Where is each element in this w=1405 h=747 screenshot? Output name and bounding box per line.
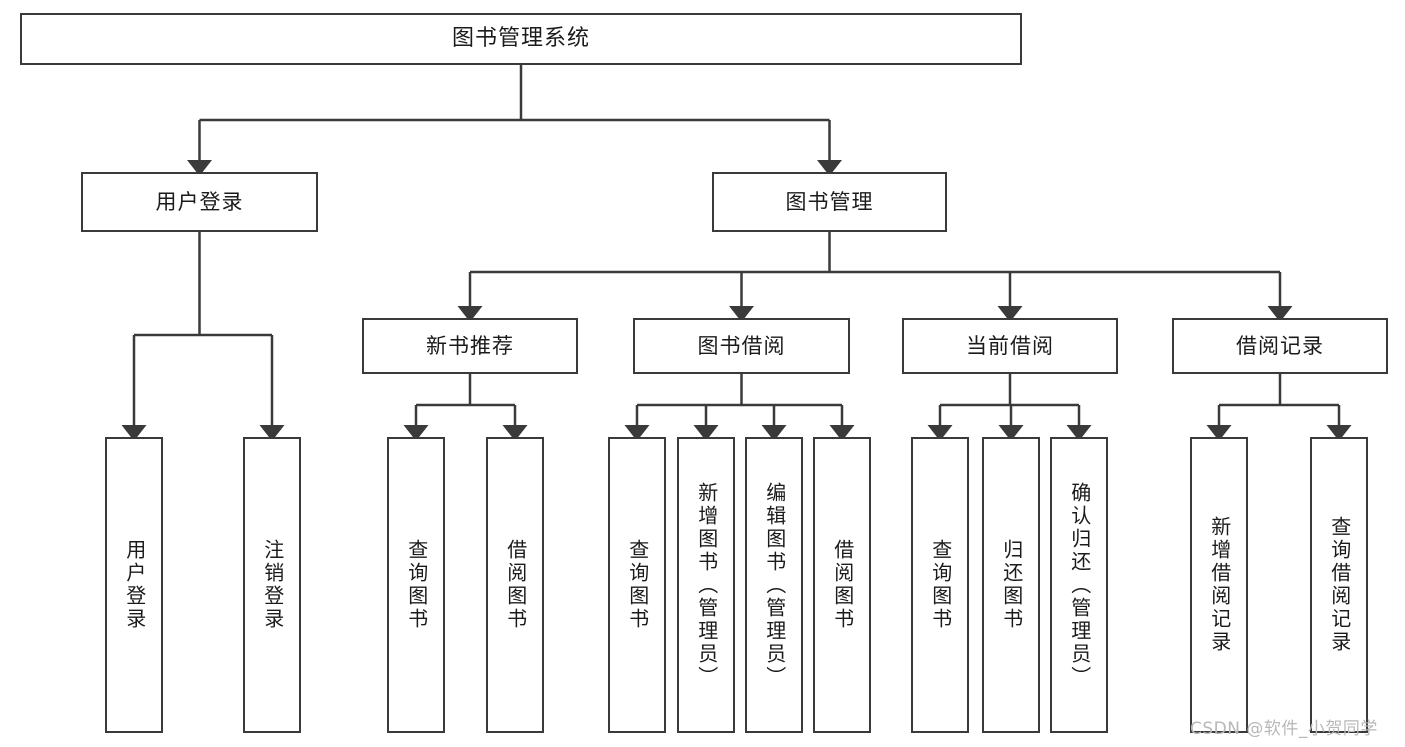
node-label: 查询图书 (928, 539, 953, 631)
leaf-node: 查询借阅记录 (1310, 437, 1368, 733)
node-label: 图书管理 (785, 189, 874, 214)
leaf-node: 借阅图书 (486, 437, 544, 733)
leaf-node: 新增借阅记录 (1190, 437, 1248, 733)
node-label: 确认归还（管理员） (1067, 481, 1092, 689)
node-label: 归还图书 (999, 539, 1024, 631)
level3-node: 新书推荐 (362, 318, 578, 374)
leaf-node: 查询图书 (911, 437, 969, 733)
leaf-node: 归还图书 (982, 437, 1040, 733)
node-label: 新书推荐 (426, 333, 514, 358)
node-label: 图书管理系统 (451, 26, 590, 52)
leaf-node: 查询图书 (608, 437, 666, 733)
leaf-node: 注销登录 (243, 437, 301, 733)
node-label: 用户登录 (155, 189, 244, 214)
node-label: 借阅记录 (1236, 333, 1324, 358)
node-label: 新增借阅记录 (1207, 516, 1232, 654)
node-label: 查询图书 (625, 539, 650, 631)
level3-node: 借阅记录 (1172, 318, 1388, 374)
node-label: 新增图书（管理员） (694, 481, 719, 689)
node-label: 查询借阅记录 (1327, 516, 1352, 654)
leaf-node: 借阅图书 (813, 437, 871, 733)
leaf-node: 新增图书（管理员） (677, 437, 735, 733)
level2-node: 用户登录 (81, 172, 318, 232)
leaf-node: 查询图书 (387, 437, 445, 733)
node-label: 注销登录 (260, 539, 285, 631)
node-label: 编辑图书（管理员） (762, 481, 787, 689)
level3-node: 当前借阅 (902, 318, 1118, 374)
node-label: 查询图书 (404, 539, 429, 631)
node-label: 借阅图书 (830, 539, 855, 631)
node-label: 用户登录 (122, 539, 147, 631)
node-label: 借阅图书 (503, 539, 528, 631)
root-node: 图书管理系统 (20, 13, 1022, 65)
level3-node: 图书借阅 (633, 318, 850, 374)
node-label: 当前借阅 (966, 333, 1054, 358)
level2-node: 图书管理 (712, 172, 947, 232)
leaf-node: 确认归还（管理员） (1050, 437, 1108, 733)
leaf-node: 编辑图书（管理员） (745, 437, 803, 733)
node-label: 图书借阅 (697, 333, 786, 358)
leaf-node: 用户登录 (105, 437, 163, 733)
